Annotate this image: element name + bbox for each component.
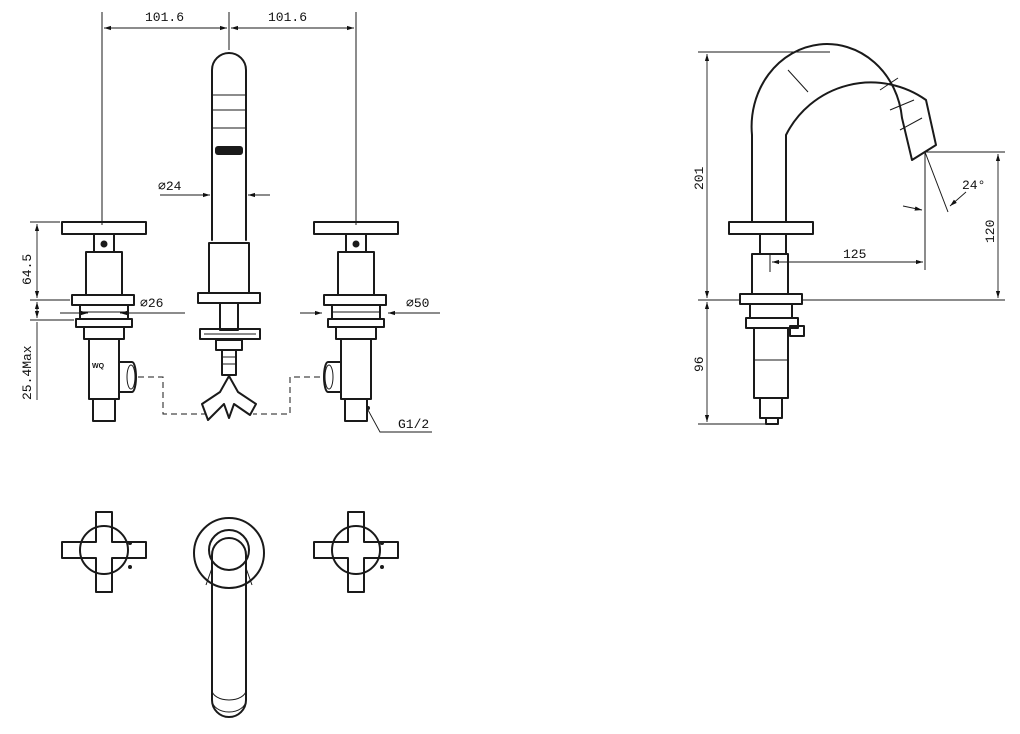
spout-angle-label: 24° <box>962 178 985 193</box>
front-elevation-view: 101.6 101.6 <box>20 10 440 433</box>
side-elevation-view: 201 96 120 125 24° <box>692 43 1005 425</box>
left-handle-plan <box>61 511 147 593</box>
thread-label: G1/2 <box>398 417 429 432</box>
spout-diameter-label: ∅24 <box>158 179 182 194</box>
spacing-right-label: 101.6 <box>268 10 307 25</box>
handle-height-label: 64.5 <box>20 254 35 285</box>
outlet-height-label: 120 <box>983 220 998 243</box>
shank-diameter-label: ∅26 <box>140 296 163 311</box>
supply-hoses <box>138 376 320 415</box>
spout-plan <box>193 517 265 718</box>
below-deck-label: 96 <box>692 356 707 372</box>
spout-reach-label: 125 <box>843 247 866 262</box>
right-handle-plan <box>313 511 399 593</box>
spacing-left-label: 101.6 <box>145 10 184 25</box>
overall-height-label: 201 <box>692 166 707 190</box>
deck-thickness-label: 25.4Max <box>20 345 35 400</box>
plan-view <box>61 511 399 718</box>
right-valve-front <box>313 221 399 422</box>
valve-mark-left: WQ <box>92 363 105 370</box>
spout-front <box>197 52 261 421</box>
left-valve-front: WQ <box>61 221 147 422</box>
spout-side <box>728 43 937 425</box>
flange-diameter-label: ∅50 <box>406 296 429 311</box>
